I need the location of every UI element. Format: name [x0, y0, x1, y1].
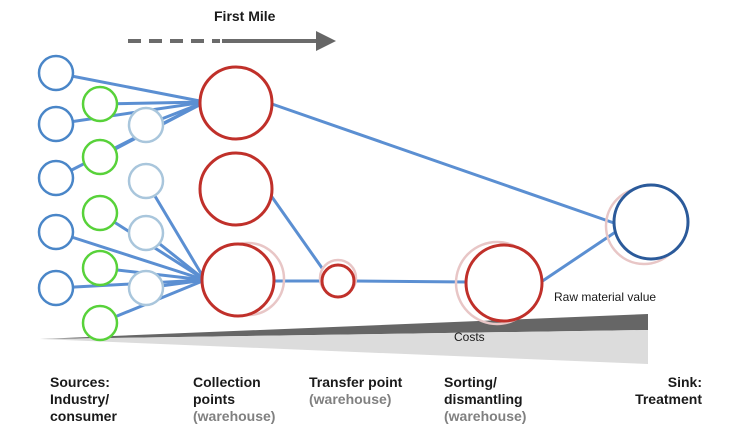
green-node: [81, 194, 119, 232]
green-nodes: [81, 85, 119, 342]
stage-line: Industry/: [50, 391, 110, 407]
green-node: [81, 138, 119, 176]
stage-line: Collection: [193, 374, 261, 390]
source-node: [37, 105, 75, 143]
connector-lines: [54, 71, 616, 325]
stage-line: Treatment: [635, 391, 702, 407]
stage-line: dismantling: [444, 391, 523, 407]
source-node: [37, 159, 75, 197]
collection-node-bottom: [200, 242, 276, 318]
green-node: [81, 249, 119, 287]
stage-label-sorting: Sorting/ dismantling (warehouse): [444, 374, 526, 425]
stage-sub: (warehouse): [193, 408, 276, 424]
stage-label-collection: Collection points (warehouse): [193, 374, 275, 425]
green-node: [81, 85, 119, 123]
intermediate-node: [127, 106, 165, 144]
collection-node-middle: [198, 151, 274, 227]
first-mile-title: First Mile: [214, 8, 276, 24]
costs-label: Costs: [454, 330, 485, 344]
stage-line: Sources:: [50, 374, 110, 390]
light-blue-nodes: [127, 106, 165, 307]
intermediate-node: [127, 214, 165, 252]
stage-line: Sink:: [667, 374, 702, 390]
collection-node-top: [198, 65, 274, 141]
source-node: [37, 54, 75, 92]
source-node: [37, 269, 75, 307]
raw-material-value-label: Raw material value: [554, 290, 657, 304]
source-nodes: [37, 54, 75, 307]
collection-nodes: [198, 65, 276, 318]
stage-label-transfer: Transfer point (warehouse): [309, 374, 402, 408]
stage-line: points: [193, 391, 235, 407]
stage-line: Sorting/: [444, 374, 497, 390]
transfer-node: [320, 263, 356, 299]
green-node: [81, 304, 119, 342]
stage-sub: (warehouse): [309, 391, 392, 407]
stage-label-sources: Sources: Industry/ consumer: [50, 374, 117, 425]
stage-label-sink: Sink: Treatment: [630, 374, 702, 408]
source-node: [37, 213, 75, 251]
sink-node: [612, 183, 690, 261]
sorting-node: [464, 243, 544, 323]
stage-line: consumer: [50, 408, 117, 424]
intermediate-node: [127, 162, 165, 200]
costs-wedge-light: [40, 330, 648, 364]
stage-sub: (warehouse): [444, 408, 527, 424]
intermediate-node: [127, 269, 165, 307]
stage-line: Transfer point: [309, 374, 403, 390]
